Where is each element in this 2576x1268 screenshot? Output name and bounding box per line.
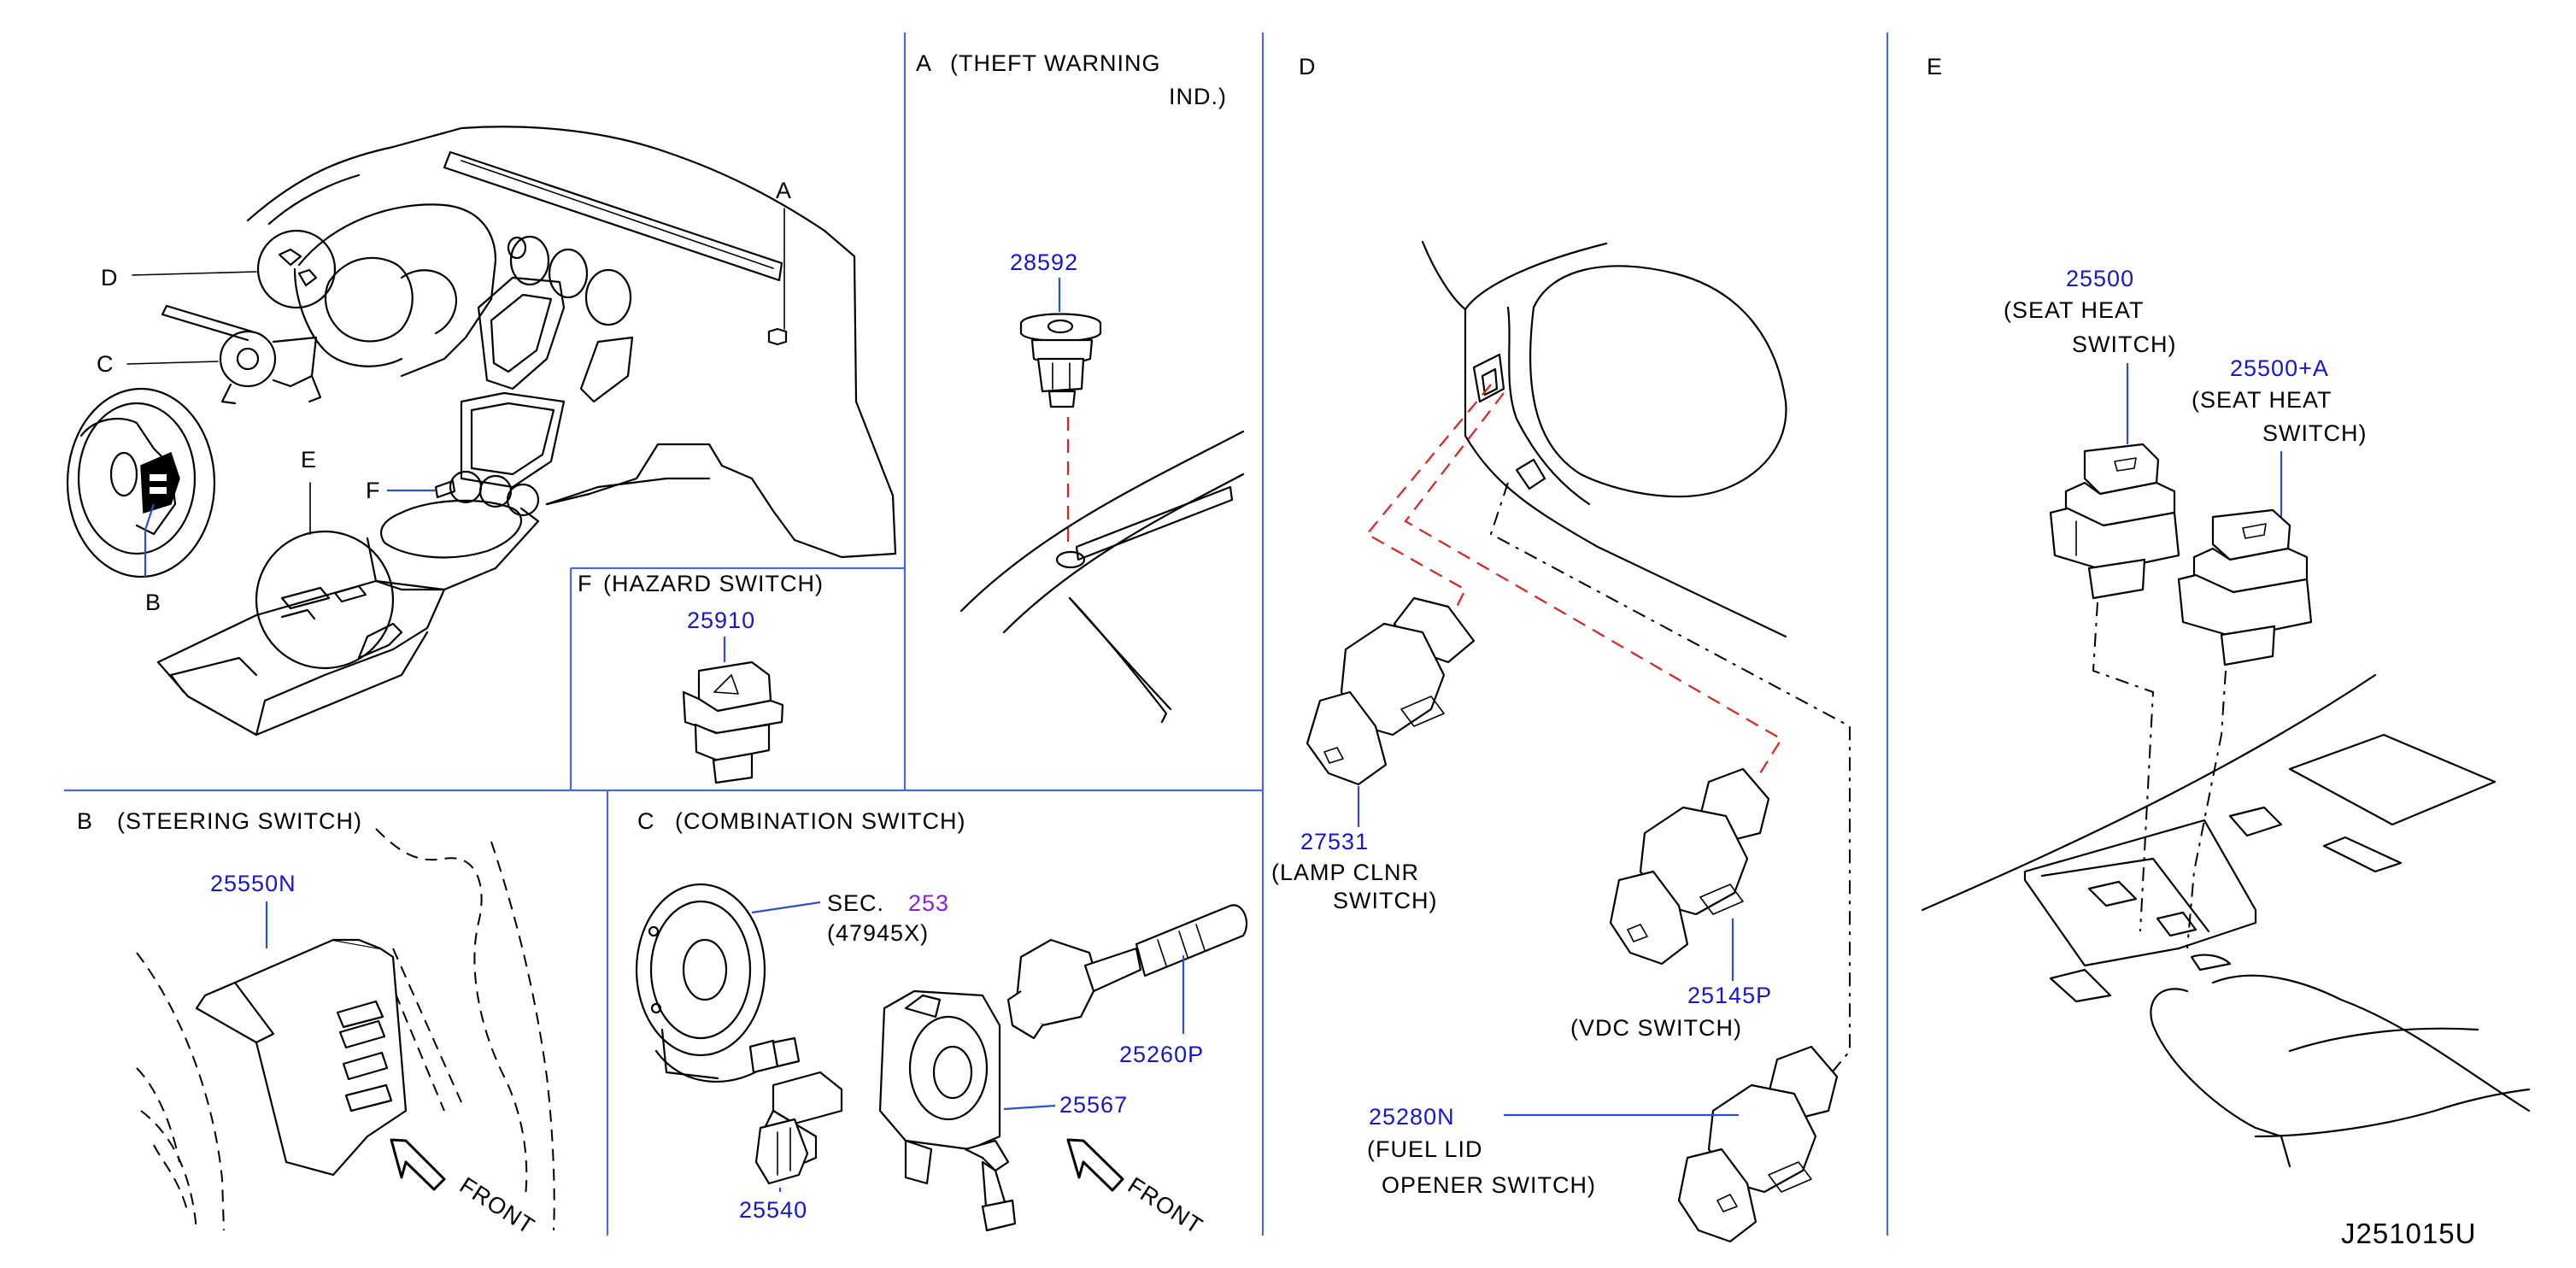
sec-prefix: SEC.	[827, 890, 884, 916]
part-25500-desc-line1: (SEAT HEAT	[2004, 297, 2145, 323]
section-b-letter: B	[77, 808, 93, 834]
overview-callouts: A B C D E F	[97, 178, 792, 615]
part-25280n-desc-line1: (FUEL LID	[1367, 1136, 1483, 1162]
part-number-25145p: 25145P	[1687, 983, 1772, 1008]
section-a-title-line2: IND.)	[1169, 84, 1227, 109]
wiper-stalk-25260p-part	[1006, 904, 1248, 1040]
part-number-25910: 25910	[687, 608, 755, 633]
part-number-25280n: 25280N	[1369, 1104, 1455, 1130]
diagram-code: J251015U	[2341, 1218, 2476, 1249]
sec-number-link[interactable]: 253	[908, 890, 949, 916]
section-d-letter: D	[1299, 54, 1317, 79]
section-b-title: (STEERING SWITCH)	[117, 808, 362, 834]
callout-d: D	[101, 265, 119, 291]
theft-warning-indicator-part	[1019, 313, 1102, 408]
section-e: E 25500 (SEAT HEAT SWITCH) 25500+A (SEAT…	[1921, 54, 2531, 1168]
fuel-lid-opener-switch-part	[1677, 1045, 1839, 1243]
front-arrow-icon	[390, 1138, 446, 1191]
clock-spring-part	[635, 883, 801, 1083]
section-f-letter: F	[578, 571, 593, 596]
section-c: C (COMBINATION SWITCH) SEC. 253 (47945X)	[635, 808, 1248, 1240]
part-number-25260p: 25260P	[1119, 1042, 1204, 1067]
part-25500a-desc-line1: (SEAT HEAT	[2192, 387, 2332, 413]
vdc-switch-part	[1609, 767, 1770, 966]
part-27531-desc-line1: (LAMP CLNR	[1271, 860, 1419, 885]
callout-a: A	[776, 178, 792, 203]
part-number-25540: 25540	[739, 1197, 807, 1223]
callout-c: C	[97, 351, 114, 377]
part-27531-desc-line2: SWITCH)	[1333, 888, 1437, 913]
part-number-25550n: 25550N	[210, 871, 296, 896]
section-a: A (THEFT WARNING IND.) 28592	[916, 50, 1245, 724]
part-25280n-desc-line2: OPENER SWITCH)	[1382, 1172, 1596, 1198]
part-25145p-desc-line1: (VDC SWITCH)	[1570, 1015, 1742, 1041]
part-number-28592: 28592	[1010, 249, 1078, 275]
front-label-c: FRONT	[1124, 1172, 1208, 1240]
callout-f: F	[366, 478, 381, 503]
part-number-27531: 27531	[1300, 829, 1369, 854]
front-arrow-icon	[1066, 1138, 1124, 1192]
section-b: B (STEERING SWITCH) 25550N FRONT	[77, 808, 555, 1239]
part-number-25500a: 25500+A	[2230, 355, 2329, 381]
dashboard-overview-illustration	[66, 126, 897, 737]
sec-ref: (47945X)	[827, 920, 929, 946]
seat-heat-switch-2-part	[2177, 508, 2313, 666]
hazard-switch-part	[682, 660, 784, 784]
connector-25540-part	[754, 1071, 843, 1185]
part-number-25500: 25500	[2066, 266, 2134, 291]
section-f: F (HAZARD SWITCH) 25910	[578, 571, 824, 784]
steering-switch-part	[195, 938, 408, 1177]
lamp-cleaner-switch-part	[1306, 596, 1476, 786]
section-a-title-line1: (THEFT WARNING	[950, 50, 1160, 76]
part-number-25567: 25567	[1059, 1092, 1128, 1118]
callout-e: E	[301, 447, 317, 473]
part-25500a-desc-line2: SWITCH)	[2262, 420, 2367, 446]
section-d: D 27531 (LAMP CLNR SWITCH)	[1271, 54, 1851, 1243]
seat-heat-switch-1-part	[2049, 443, 2180, 600]
section-f-title: (HAZARD SWITCH)	[603, 571, 824, 596]
section-c-letter: C	[637, 808, 655, 834]
switch-base-25567-part	[878, 989, 1017, 1232]
section-e-letter: E	[1927, 54, 1943, 79]
callout-b: B	[145, 590, 161, 615]
panel-dividers	[64, 32, 1889, 1236]
section-a-letter: A	[916, 50, 932, 76]
section-c-title: (COMBINATION SWITCH)	[675, 808, 965, 834]
part-25500-desc-line2: SWITCH)	[2072, 332, 2176, 357]
